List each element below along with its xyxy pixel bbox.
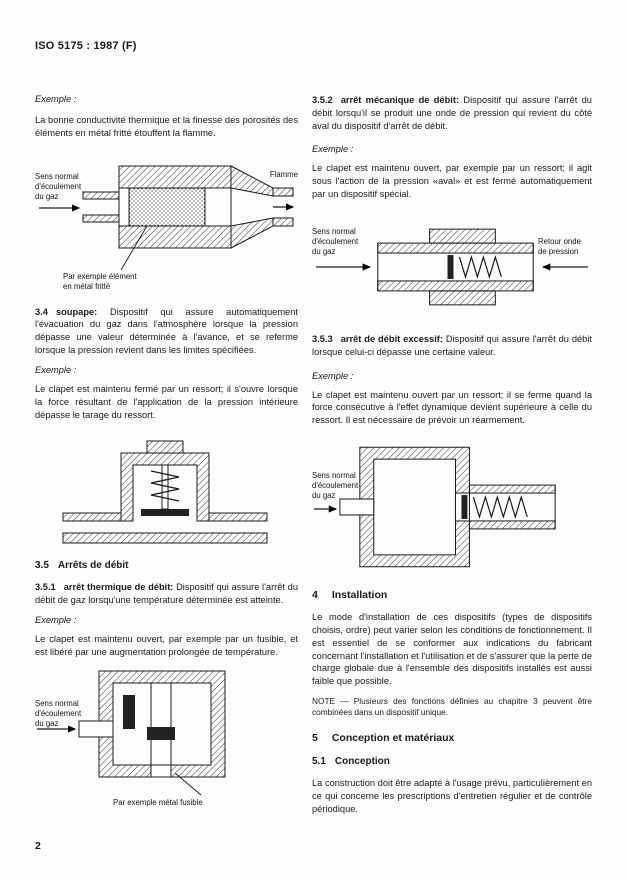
fusible-metal: [147, 726, 175, 740]
installation-paragraph: Le mode d'installation de ces dispositif…: [312, 612, 592, 687]
section-number: 3.5.3: [312, 333, 333, 344]
mechanical-cutoff-drawing: [315, 228, 589, 306]
standard-reference: ISO 5175 : 1987 (F): [35, 40, 137, 52]
definition-3-5-2: 3.5.2 arrêt mécanique de débit: Dispositi…: [312, 94, 592, 132]
figure-relief-valve: [35, 425, 298, 550]
example-3-5-2-paragraph: Le clapet est maintenu ouvert, par exemp…: [312, 163, 592, 200]
figure-excess-flow-cutoff: Sens normal d'écoulement du gaz: [312, 433, 592, 581]
excess-flow-cutoff-diagram: [313, 446, 556, 568]
example-label: Exemple :: [312, 370, 354, 381]
figure1-caption: Par exemple élément en métal fritté: [63, 271, 137, 291]
relief-valve-drawing: [62, 440, 268, 544]
section-number: 3.5.2: [312, 95, 333, 105]
section-title: Installation: [331, 589, 388, 602]
column-right: 3.5.2 arrêt mécanique de débit: Dispositi…: [312, 94, 592, 816]
section-number: 3.5: [35, 560, 49, 572]
page-number: 2: [35, 840, 41, 852]
definition-3-4: 3.4 soupape: Dispositif qui assure automa…: [35, 306, 298, 357]
section-title: Conception et matériaux: [331, 732, 455, 745]
figure3-caption: Par exemple métal fusible: [113, 797, 203, 807]
term: arrêt mécanique de débit:: [340, 95, 460, 105]
spring: [150, 470, 180, 503]
thermal-cutoff-drawing: [37, 670, 226, 796]
term: soupape:: [55, 306, 98, 317]
figure1-flow-label: Sens normal d'écoulement du gaz: [35, 171, 82, 201]
definition-text: Dispositif qui assure l'arrêt du débit l…: [312, 333, 592, 357]
sintered-element: [128, 187, 206, 227]
example-label: Exemple :: [35, 94, 77, 104]
definition-text: Dispositif qui assure l'arrêt du débit d…: [35, 582, 299, 606]
figure4-return-label: Retour onde de pression: [538, 236, 581, 257]
valve-disc: [461, 495, 468, 520]
section-title: Conception: [334, 756, 390, 768]
section-number: 3.5.1: [35, 582, 56, 593]
column-left: Exemple : La bonne conductivité thermiqu…: [35, 94, 298, 815]
relief-valve-diagram: [62, 440, 268, 544]
section-5-heading: 5 Conception et matériaux: [312, 732, 592, 744]
section-3-5-heading: 3.5 Arrêts de débit: [35, 560, 298, 571]
term: arrêt de débit excessif:: [340, 333, 443, 344]
section-5-1-heading: 5.1 Conception: [312, 756, 592, 767]
figure5-flow-label: Sens normal d'écoulement du gaz: [312, 471, 359, 501]
figure-mechanical-cutoff: Sens normal d'écoulement du gaz Retour o…: [312, 211, 592, 323]
figure4-flow-label: Sens normal d'écoulement du gaz: [312, 226, 359, 257]
section-4-heading: 4 Installation: [312, 589, 592, 601]
section-title: Arrêts de débit: [57, 560, 129, 572]
spring: [472, 495, 528, 520]
example-3-4-paragraph: Le clapet est maintenu fermé par un ress…: [35, 383, 298, 420]
caption-leader-line: [120, 225, 148, 270]
section-number: 5: [312, 732, 318, 745]
definition-text: Dispositif qui assure automatiquement l'…: [35, 306, 298, 356]
section-number: 3.4: [35, 306, 48, 317]
figure-thermal-cutoff: Sens normal d'écoulement du gaz Par exem…: [35, 665, 298, 815]
term: arrêt thermique de débit:: [63, 582, 174, 593]
example-3-5-3-paragraph: Le clapet est maintenu ouvert par un res…: [312, 389, 592, 426]
example-label: Exemple :: [35, 364, 77, 375]
definition-text: Dispositif qui assure l'arrêt du débit l…: [312, 95, 592, 131]
figure-flame-arrestor: Sens normal d'écoulement du gaz Flamme P…: [35, 146, 298, 296]
flame-arrestor-drawing: [39, 164, 295, 270]
spring: [458, 254, 502, 280]
example-3-5-1-paragraph: Le clapet est maintenu ouvert, par exemp…: [35, 634, 298, 657]
example-label: Exemple :: [312, 144, 354, 155]
section-number: 5.1: [312, 756, 326, 768]
caption-leader-line: [174, 772, 202, 796]
figure3-flow-label: Sens normal d'écoulement du gaz: [35, 698, 82, 729]
intro-example-paragraph: La bonne conductivité thermique et la fi…: [35, 115, 298, 138]
flame-arrestor-diagram: [39, 164, 295, 270]
thermal-cutoff-diagram: [37, 670, 226, 796]
installation-note: NOTE — Plusieurs des fonctions définies …: [312, 696, 592, 718]
figure1-flame-label: Flamme: [269, 169, 298, 179]
mechanical-cutoff-diagram: [315, 228, 589, 306]
conception-paragraph: La construction doit être adapté à l'usa…: [312, 778, 592, 815]
valve-disc: [141, 509, 189, 517]
definition-3-5-3: 3.5.3 arrêt de débit excessif: Dispositif…: [312, 333, 592, 359]
example-label: Exemple :: [35, 615, 77, 626]
valve-disc: [447, 255, 454, 279]
definition-3-5-1: 3.5.1 arrêt thermique de débit: Dispositi…: [35, 581, 298, 607]
section-number: 4: [312, 589, 318, 602]
excess-flow-cutoff-drawing: [313, 446, 556, 568]
